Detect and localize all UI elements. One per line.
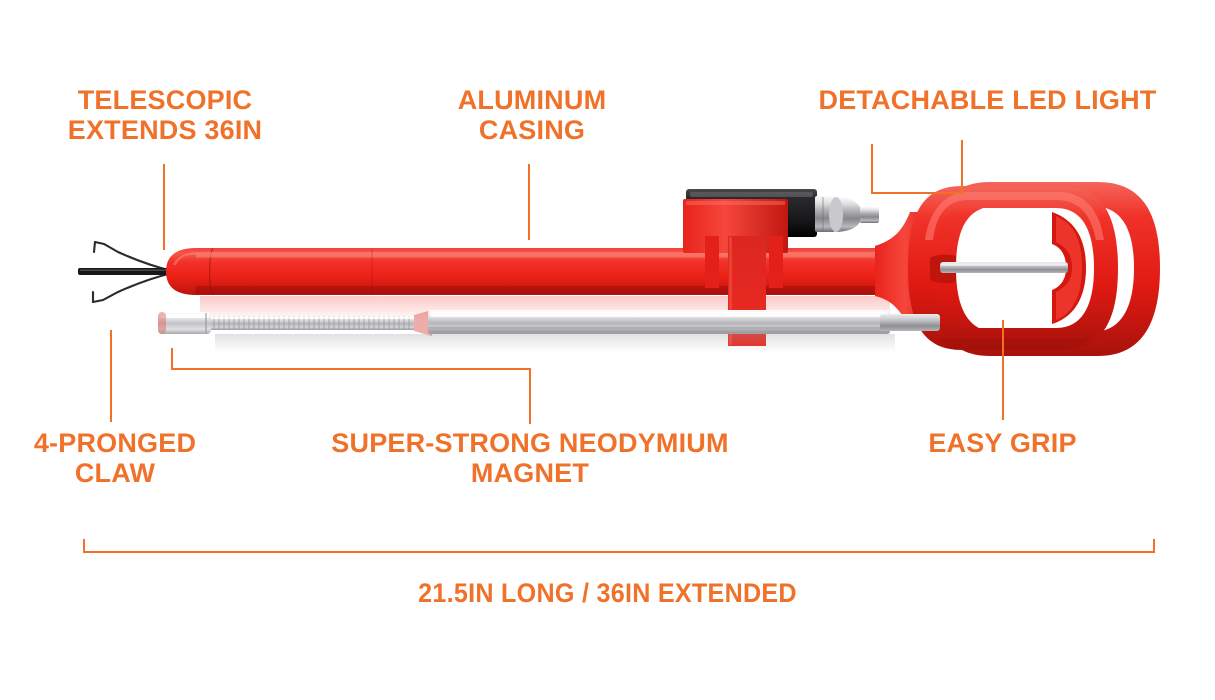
label-detachable-led-light: DETACHABLE LED LIGHT xyxy=(818,85,1157,115)
leader-line-claw xyxy=(110,330,112,422)
label-neodymium-magnet: SUPER-STRONG NEODYMIUM MAGNET xyxy=(331,428,729,489)
leader-line-telescopic xyxy=(163,164,165,250)
flexible-magnet-wand xyxy=(158,310,940,352)
dimension-bracket-tick-right xyxy=(1153,539,1155,552)
leader-line-magnet-horizontal xyxy=(171,368,531,370)
dimension-bracket-tick-left xyxy=(83,539,85,552)
label-4-pronged-claw: 4-PRONGED CLAW xyxy=(33,428,197,489)
leader-line-grip xyxy=(1002,320,1004,420)
dimension-bracket-bar xyxy=(83,551,1155,553)
leader-line-magnet-drop xyxy=(529,368,531,424)
leader-line-aluminum xyxy=(528,164,530,240)
claw-prongs xyxy=(78,240,174,304)
label-aluminum-casing: ALUMINUM CASING xyxy=(457,85,607,146)
label-telescopic: TELESCOPIC EXTENDS 36IN xyxy=(67,85,263,146)
leader-line-led-riser xyxy=(961,140,963,194)
leader-line-magnet-vertical xyxy=(171,348,173,370)
leader-line-led-horizontal xyxy=(871,192,963,194)
label-easy-grip: EASY GRIP xyxy=(928,428,1077,458)
led-light-module xyxy=(683,189,879,346)
easy-grip-handle xyxy=(875,182,1160,356)
leader-line-led-vertical xyxy=(871,144,873,194)
dimension-caption: 21.5IN LONG / 36IN EXTENDED xyxy=(418,578,797,608)
